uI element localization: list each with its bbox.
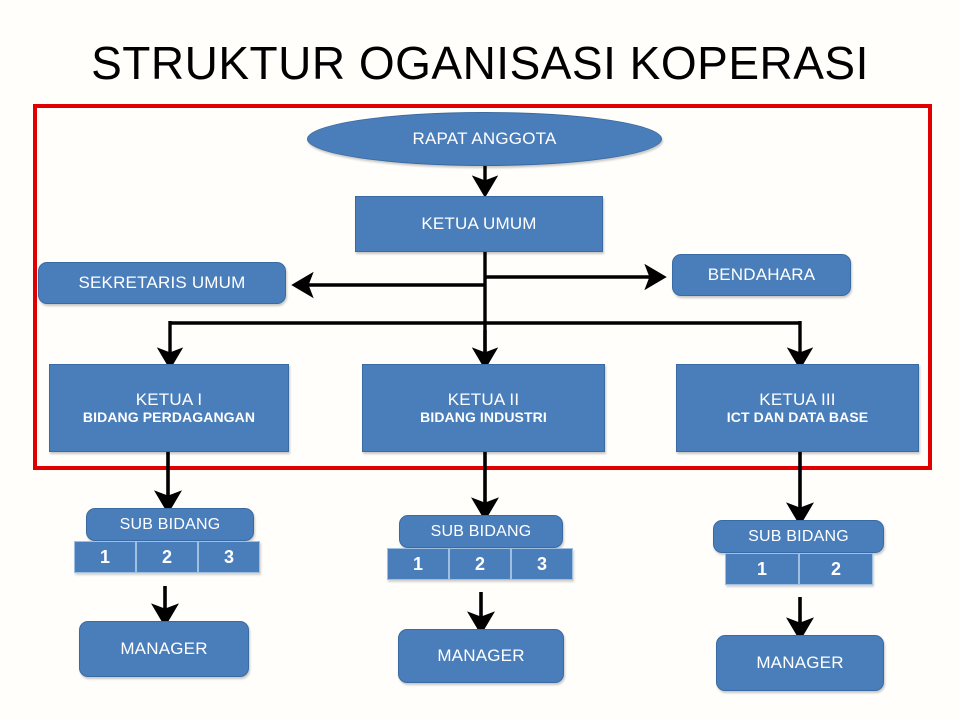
node-sub-bidang-2[interactable]: SUB BIDANG [399, 515, 563, 548]
sub-bidang-3-cells: 1 2 [725, 553, 873, 585]
node-ketua-umum-label: KETUA UMUM [421, 214, 537, 234]
node-bendahara[interactable]: BENDAHARA [672, 254, 851, 296]
red-highlight-frame [33, 104, 932, 470]
node-manager-2-label: MANAGER [437, 646, 525, 666]
node-ketua-3[interactable]: KETUA III ICT DAN DATA BASE [676, 364, 919, 452]
sub-bidang-2-cell[interactable]: 2 [449, 548, 511, 580]
node-sekretaris-umum-label: SEKRETARIS UMUM [78, 273, 246, 293]
node-ketua-3-sublabel: ICT DAN DATA BASE [726, 409, 869, 426]
sub-bidang-3-cell[interactable]: 2 [799, 553, 873, 585]
node-rapat-anggota[interactable]: RAPAT ANGGOTA [307, 112, 662, 166]
node-ketua-umum[interactable]: KETUA UMUM [355, 196, 603, 252]
node-manager-3[interactable]: MANAGER [716, 635, 884, 691]
sub-bidang-2-cell[interactable]: 1 [387, 548, 449, 580]
sub-bidang-1-cell[interactable]: 3 [198, 541, 260, 573]
node-sub-bidang-2-label: SUB BIDANG [430, 522, 532, 540]
node-sub-bidang-1-label: SUB BIDANG [119, 515, 221, 533]
sub-bidang-3-cell[interactable]: 1 [725, 553, 799, 585]
node-ketua-1-sublabel: BIDANG PERDAGANGAN [82, 409, 256, 426]
sub-bidang-1-cell[interactable]: 2 [136, 541, 198, 573]
node-rapat-anggota-label: RAPAT ANGGOTA [412, 129, 557, 149]
node-sub-bidang-3[interactable]: SUB BIDANG [713, 520, 884, 553]
node-sub-bidang-3-label: SUB BIDANG [748, 527, 849, 545]
node-ketua-3-label: KETUA III [759, 390, 836, 410]
node-ketua-1[interactable]: KETUA I BIDANG PERDAGANGAN [49, 364, 289, 452]
node-sekretaris-umum[interactable]: SEKRETARIS UMUM [38, 262, 286, 304]
node-bendahara-label: BENDAHARA [707, 265, 816, 285]
page-title: STRUKTUR OGANISASI KOPERASI [91, 37, 869, 89]
node-ketua-1-label: KETUA I [135, 390, 203, 410]
sub-bidang-1-cells: 1 2 3 [74, 541, 260, 573]
node-ketua-2-sublabel: BIDANG INDUSTRI [420, 409, 547, 426]
node-manager-1[interactable]: MANAGER [79, 621, 249, 677]
node-manager-2[interactable]: MANAGER [398, 629, 564, 683]
sub-bidang-2-cell[interactable]: 3 [511, 548, 573, 580]
node-ketua-2[interactable]: KETUA II BIDANG INDUSTRI [362, 364, 605, 452]
node-manager-1-label: MANAGER [120, 639, 208, 659]
sub-bidang-2-cells: 1 2 3 [387, 548, 573, 580]
node-ketua-2-label: KETUA II [447, 390, 520, 410]
sub-bidang-1-cell[interactable]: 1 [74, 541, 136, 573]
node-manager-3-label: MANAGER [756, 653, 844, 673]
node-sub-bidang-1[interactable]: SUB BIDANG [86, 508, 254, 541]
